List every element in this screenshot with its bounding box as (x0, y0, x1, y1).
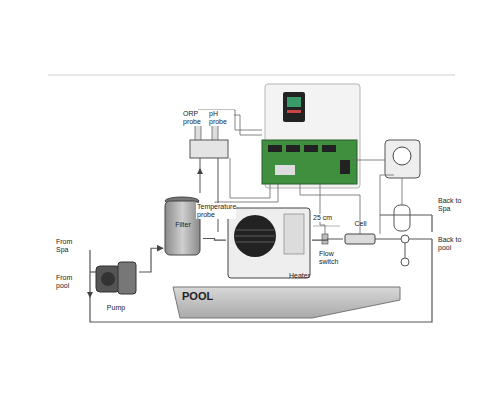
pipe-label: Back to Spa (437, 197, 471, 213)
node-text: Cell (354, 220, 366, 228)
probe-label: pH probe (208, 110, 234, 126)
dimension-label: 25 cm (312, 214, 338, 222)
probe-label: Temperature probe (196, 203, 236, 219)
pipe-connector (139, 248, 163, 272)
part-label: Flow switch (318, 250, 344, 266)
heater-unit: Heater (226, 206, 312, 282)
node-text: Pump (107, 304, 125, 312)
pool-shape: POOL (180, 288, 390, 316)
node-text: Heater (289, 272, 310, 280)
pipe-connector (312, 239, 343, 240)
probe-label: ORP probe (182, 110, 208, 126)
pipe-label: From Spa (55, 238, 87, 254)
salt-cell: Cell (343, 218, 378, 248)
pipe-label: Back to pool (437, 236, 471, 252)
node-text: Filter (175, 221, 191, 229)
pump-unit: Pump (93, 258, 139, 314)
node-text: POOL (182, 290, 213, 303)
pipe-connector (203, 239, 226, 241)
pipe-label: From pool (55, 274, 87, 290)
